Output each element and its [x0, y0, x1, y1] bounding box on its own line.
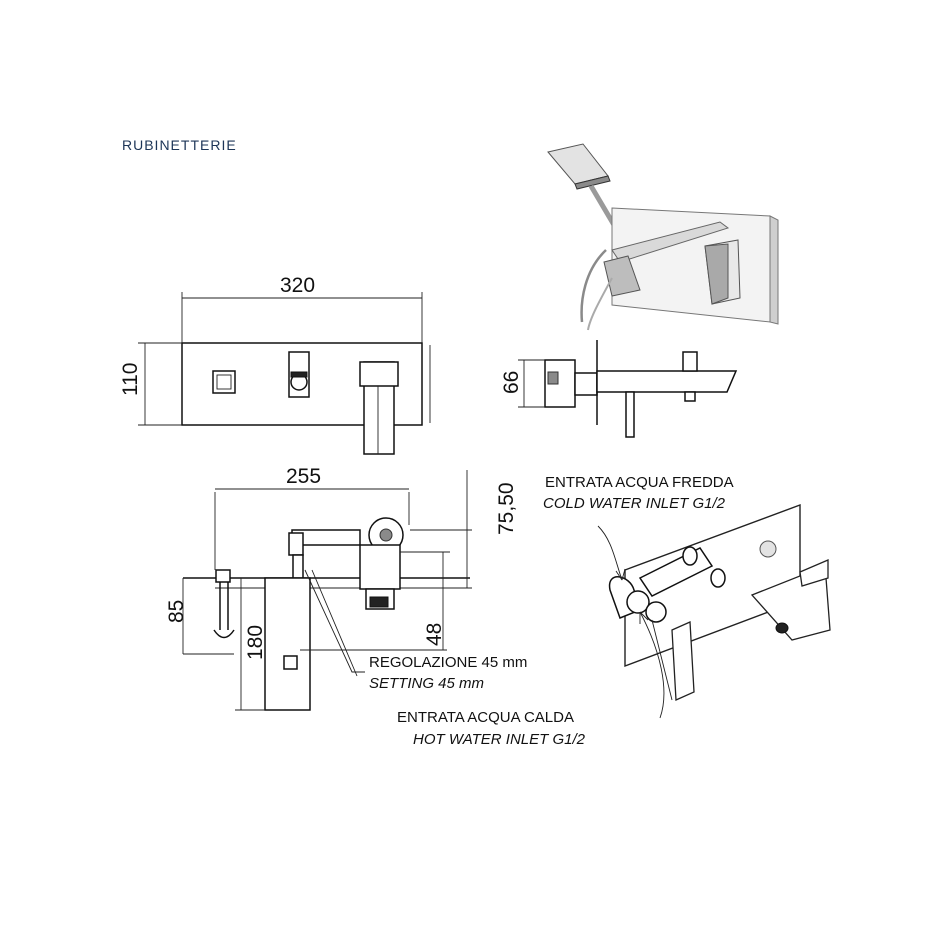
front-wall-plate — [181, 342, 423, 426]
hot-inlet-label-en: HOT WATER INLET G1/2 — [413, 731, 586, 748]
cold-inlet-label-it: ENTRATA ACQUA FREDDA — [545, 474, 734, 491]
hot-inlet-leader — [639, 611, 665, 719]
install-lever — [671, 621, 695, 701]
cold-inlet-label-en: COLD WATER INLET G1/2 — [543, 495, 726, 512]
dim-label-110: 110 — [119, 363, 142, 396]
dim-label-180: 180 — [244, 625, 267, 660]
setting-label-it: REGOLAZIONE 45 mm — [369, 654, 527, 671]
photo-wall-plate — [611, 207, 771, 323]
dim-label-255: 255 — [286, 465, 321, 488]
cold-inlet-leader — [597, 525, 623, 581]
side-view: 66 — [500, 340, 738, 438]
top-view: 255 75,50 85 180 48 — [165, 465, 518, 711]
product-photo — [547, 143, 779, 331]
dim-label-66: 66 — [500, 371, 523, 394]
dim-label-85: 85 — [165, 600, 188, 623]
dim-label-75-50: 75,50 — [495, 482, 518, 535]
side-spout — [596, 370, 738, 393]
top-shower-hook — [215, 569, 231, 583]
brand-label: RUBINETTERIE — [122, 137, 237, 153]
top-valve-body — [264, 577, 311, 711]
front-view: 320 110 — [119, 274, 431, 455]
installation-view — [597, 503, 831, 719]
install-diverter — [759, 540, 777, 558]
dim-label-48: 48 — [423, 623, 446, 646]
front-diverter — [212, 370, 236, 394]
dim-label-320: 320 — [280, 274, 315, 297]
setting-leader-line — [304, 569, 365, 673]
photo-spout — [611, 221, 730, 263]
setting-label-en: SETTING 45 mm — [369, 675, 484, 692]
hot-inlet-label-it: ENTRATA ACQUA CALDA — [397, 709, 574, 726]
